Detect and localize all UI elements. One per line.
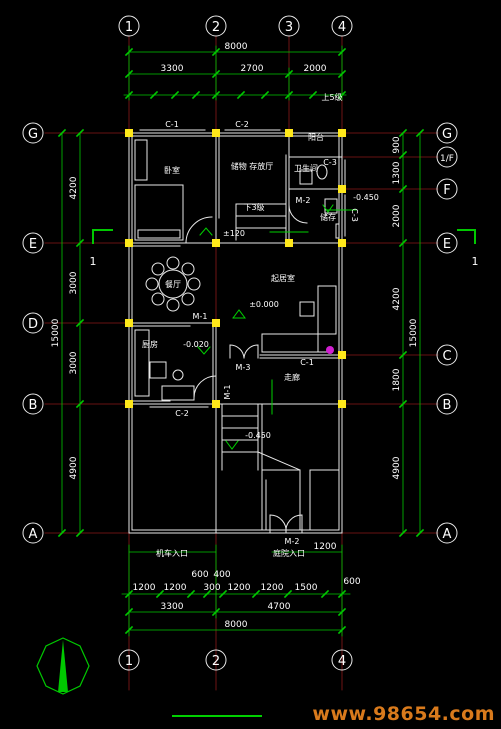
room-living: 起居室 — [271, 273, 295, 283]
label-c2-top: C-2 — [235, 120, 249, 129]
axis-left-g: G — [28, 127, 38, 142]
room-storage: 储存 — [320, 212, 336, 222]
dim-bottom-right-top: 1200 — [314, 542, 337, 552]
dim-bottom-r1-2: 300 — [203, 583, 220, 593]
dim-top-seg3: 2000 — [304, 64, 327, 74]
room-corridor: 走廊 — [284, 372, 300, 382]
axis-top-3: 3 — [285, 20, 293, 35]
label-down: 下3级 — [243, 202, 264, 212]
axis-bottom-1: 1 — [125, 654, 133, 669]
axis-right-a: A — [443, 527, 452, 542]
dim-bottom-r2-1: 4700 — [268, 602, 291, 612]
axis-top-1: 1 — [125, 20, 133, 35]
label-elev-stair: ±120 — [223, 229, 245, 238]
label-c3a: C-3 — [323, 158, 337, 167]
room-dining: 餐厅 — [165, 280, 181, 289]
dim-bottom-side: 600 — [343, 577, 360, 587]
axis-right-e: E — [443, 237, 451, 252]
label-up5: 上5级 — [321, 92, 342, 102]
axis-right-g: G — [442, 127, 452, 142]
dim-bottom-total: 8000 — [225, 620, 248, 630]
label-m1-vert: M-1 — [223, 385, 232, 400]
columns — [125, 129, 346, 408]
dim-bottom-small1: 600 — [191, 570, 208, 580]
label-m2-upper: M-2 — [296, 196, 311, 205]
axis-left-e: E — [29, 237, 37, 252]
label-c3b: C-3 — [350, 208, 359, 222]
room-bedroom: 卧室 — [164, 165, 180, 175]
dim-top-seg1: 3300 — [161, 64, 184, 74]
axis-top-2: 2 — [212, 20, 220, 35]
axis-right-c: C — [442, 349, 451, 364]
dim-left-total: 15000 — [51, 318, 61, 347]
dim-bottom-r1-1: 1200 — [164, 583, 187, 593]
label-m3: M-3 — [236, 363, 251, 372]
axis-top-4: 4 — [338, 20, 346, 35]
dim-right-d4: 4200 — [392, 287, 402, 310]
elevation-marks — [197, 204, 357, 450]
dim-bottom-r1-3: 1200 — [228, 583, 251, 593]
axis-left-a: A — [29, 527, 38, 542]
dim-right-d2: 1300 — [392, 161, 402, 184]
label-c1-right: C-1 — [300, 358, 314, 367]
label-c2-bottom: C-2 — [175, 409, 189, 418]
dim-top-total: 8000 — [225, 42, 248, 52]
dim-bottom-r2-0: 3300 — [161, 602, 184, 612]
room-storage-hall: 储物 存放厅 — [231, 161, 274, 171]
axis-right-f: F — [443, 183, 450, 198]
room-kitchen: 厨房 — [142, 339, 158, 349]
label-yard-entry: 庭院入口 — [273, 548, 305, 558]
dim-bottom-r1-5: 1500 — [295, 583, 318, 593]
axis-left-d: D — [28, 317, 38, 332]
dim-right-d3: 2000 — [392, 204, 402, 227]
section-mark-right: 1 — [472, 255, 479, 268]
label-m2-bottom: M-2 — [285, 537, 300, 546]
dim-left-d1: 4200 — [69, 176, 79, 199]
dim-left-d3: 3000 — [69, 351, 79, 374]
dim-bottom-r1-0: 1200 — [133, 583, 156, 593]
walls — [128, 129, 346, 534]
dim-bottom-r1-4: 1200 — [261, 583, 284, 593]
axis-bottom-2: 2 — [212, 654, 220, 669]
accent-marks — [326, 346, 334, 354]
label-elev-kitchen: -0.020 — [183, 340, 209, 349]
dimension-lines — [57, 45, 476, 637]
dim-right-total: 15000 — [409, 318, 419, 347]
room-wc: 卫生间 — [294, 163, 318, 173]
axis-bubbles — [22, 15, 458, 671]
watermark: www.98654.com — [312, 703, 495, 725]
section-mark-left: 1 — [90, 255, 97, 268]
dim-left-d2: 3000 — [69, 271, 79, 294]
dim-right-d5: 1800 — [392, 368, 402, 391]
label-m1: M-1 — [193, 312, 208, 321]
label-c1-top: C-1 — [165, 120, 179, 129]
dim-left-d4: 4900 — [69, 456, 79, 479]
axis-bottom-4: 4 — [338, 654, 346, 669]
label-elev-neg450b: -0.450 — [245, 431, 271, 440]
label-elev-neg450: -0.450 — [353, 193, 379, 202]
axis-right-1f: 1/F — [440, 154, 454, 164]
label-elev-zero: ±0.000 — [249, 300, 279, 309]
north-arrow-icon — [36, 637, 90, 695]
dim-top-seg2: 2700 — [241, 64, 264, 74]
axis-left-b: B — [29, 398, 38, 413]
dim-right-d1: 900 — [392, 136, 402, 153]
dim-right-d6: 4900 — [392, 456, 402, 479]
room-balcony: 阳台 — [308, 132, 324, 142]
axis-right-b: B — [443, 398, 452, 413]
dim-bottom-small2: 400 — [213, 570, 230, 580]
label-garage-entry: 机车入口 — [156, 548, 188, 558]
